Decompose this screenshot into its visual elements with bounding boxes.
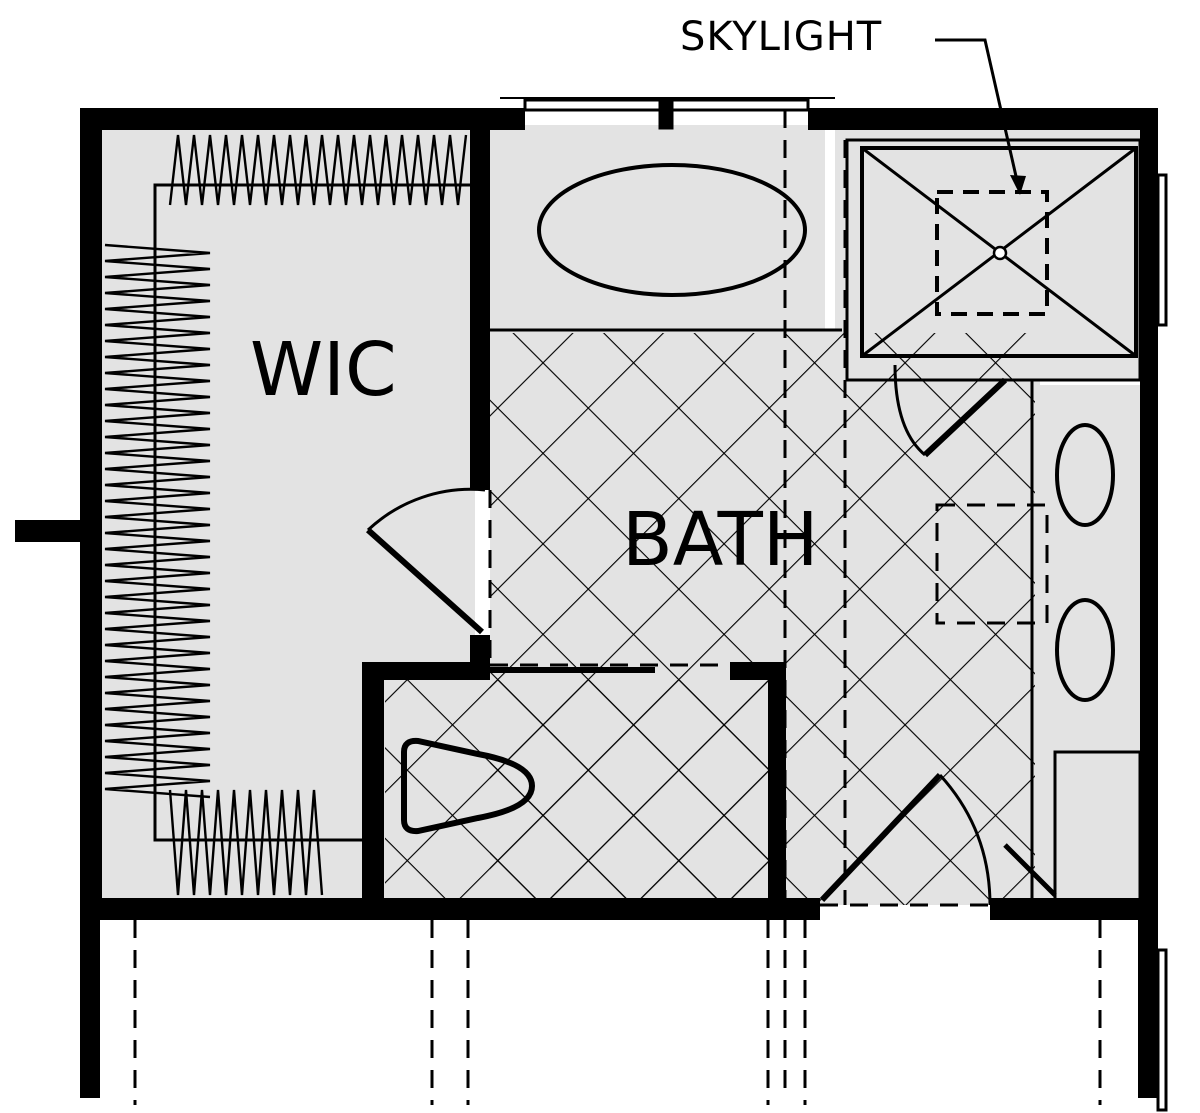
hangers-bottom xyxy=(168,789,324,896)
wall-top-left xyxy=(80,108,525,130)
shower-drain xyxy=(992,245,1008,261)
vanity-sink-1 xyxy=(1055,423,1115,527)
window-right-top xyxy=(1156,173,1168,327)
skylight-outline xyxy=(935,190,1049,316)
linen-cabinet-outline xyxy=(935,503,1049,625)
wall-bottom-left xyxy=(80,898,820,920)
wall-bottom-right xyxy=(990,898,1158,920)
bathtub xyxy=(537,163,807,297)
wic-divider-upper xyxy=(470,120,490,490)
vanity-counter xyxy=(1035,385,1145,905)
vanity-door-leaf xyxy=(1003,843,1057,897)
vanity-sink-2 xyxy=(1055,598,1115,702)
toilet-room-tiles xyxy=(385,680,778,905)
closet-shelving xyxy=(104,134,470,896)
hangers-left xyxy=(104,243,211,799)
wall-right xyxy=(1140,108,1158,920)
toilet-room-wall-left xyxy=(362,662,384,912)
toilet xyxy=(401,737,536,835)
windows xyxy=(500,97,1168,1112)
bath-label: BATH xyxy=(622,497,819,583)
skylight-arrowhead xyxy=(1010,175,1026,195)
wall-top-right xyxy=(808,108,1158,130)
shower-door-swing xyxy=(893,364,926,457)
wic-divider-lower xyxy=(470,635,490,670)
wic-label: WIC xyxy=(250,327,397,413)
wall-left-extension xyxy=(80,910,100,1098)
exterior-stub xyxy=(15,520,83,542)
tub-area-floor xyxy=(490,125,825,335)
entry-door-leaf xyxy=(819,772,943,903)
fixtures xyxy=(401,163,1142,905)
wall-left xyxy=(80,108,102,918)
tile-pattern xyxy=(385,333,1035,905)
wall-right-extension xyxy=(1138,910,1158,1098)
shower-door-leaf xyxy=(922,377,1008,458)
hangers-top xyxy=(168,134,468,206)
entry-door-swing xyxy=(938,773,992,906)
toilet-room-wall-top-right xyxy=(730,662,785,680)
toilet-room-wall-right xyxy=(768,662,786,912)
window-top-mullion xyxy=(658,98,674,130)
doors xyxy=(365,364,1057,906)
wic-door-swing xyxy=(366,487,486,532)
skylight-callout: SKYLIGHT xyxy=(680,14,1026,195)
wic-door-leaf xyxy=(365,527,485,635)
walls xyxy=(15,108,1158,1098)
shower-curb-inner xyxy=(860,146,1138,358)
skylight-label: SKYLIGHT xyxy=(680,14,882,60)
skylight-leader xyxy=(935,38,1020,186)
window-right-bottom xyxy=(1156,948,1168,1112)
